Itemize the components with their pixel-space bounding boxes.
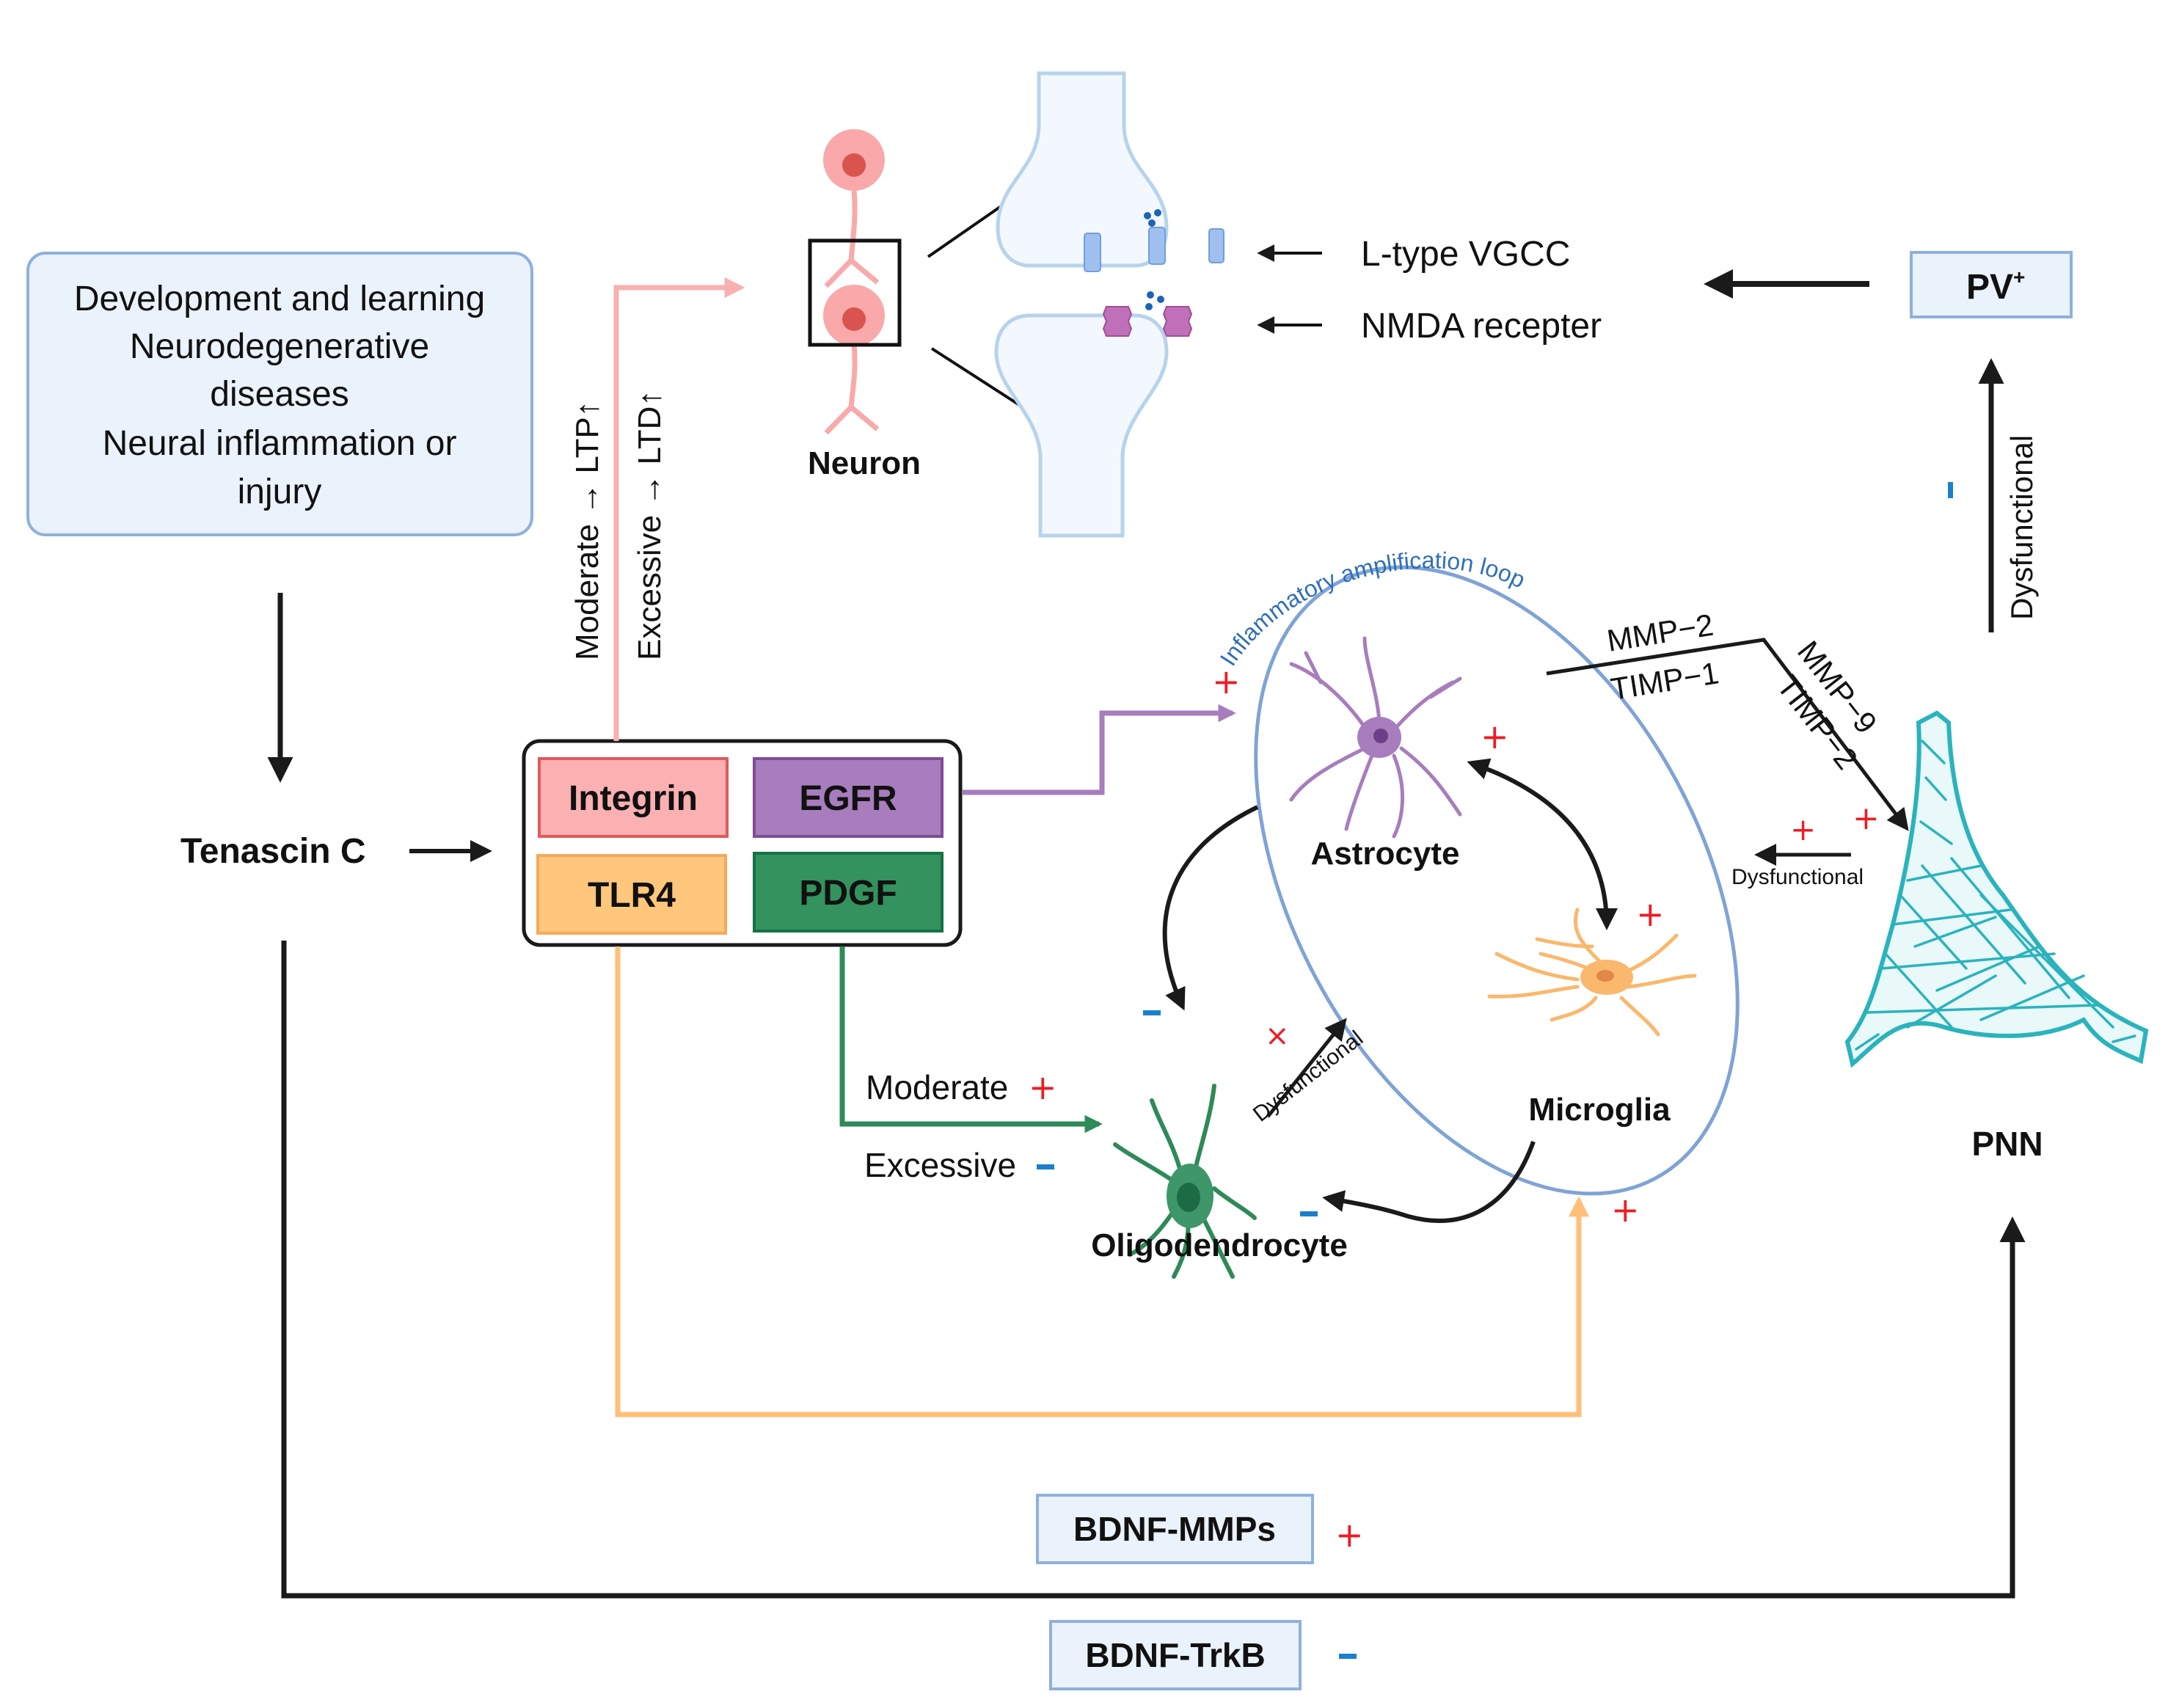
receptor-tlr4-label: TLR4	[588, 876, 676, 915]
receptor-pdgf-label: PDGF	[799, 874, 897, 913]
context-box-bg	[26, 252, 533, 536]
context-line-1: Development and learning	[74, 280, 485, 318]
pdgf-moderate-label: Moderate	[866, 1068, 1008, 1106]
neuron-zoom-box	[808, 238, 902, 347]
neuron-label: Neuron	[808, 445, 921, 481]
astrocyte-to-oligo-arrow	[1162, 805, 1259, 1011]
bdnf-mmps-box: BDNF-MMPs	[1036, 1494, 1314, 1564]
vgcc-label: L-type VGCC	[1361, 235, 1570, 274]
bdnf-mmps-box-bg	[1036, 1494, 1314, 1564]
nmda-label: NMDA recepter	[1361, 307, 1602, 346]
pv-dysfunctional-label: Dysfunctional	[2004, 435, 2039, 620]
mmp9-plus-sign: +	[1853, 800, 1880, 837]
astro-oligo-minus-sign	[1143, 1010, 1161, 1015]
pdgf-excessive-sign	[1037, 1164, 1054, 1169]
astrocyte-icon	[1289, 636, 1462, 839]
receptor-pdgf: PDGF	[753, 852, 944, 933]
astrocyte-microglia-double-arrow	[1467, 758, 1618, 930]
context-box: Development and learning Neurodegenerati…	[26, 252, 533, 536]
receptor-integrin-label: Integrin	[569, 779, 698, 818]
pdgf-to-oligo-arrow	[839, 946, 1103, 1134]
receptor-integrin: Integrin	[538, 757, 729, 838]
receptor-tlr4-bg	[536, 854, 727, 935]
receptor-tlr4: TLR4	[536, 854, 727, 935]
bdnf-trkb-box: BDNF-TrkB	[1049, 1620, 1302, 1690]
egfr-to-astrocyte-arrow	[963, 704, 1236, 795]
pnn-label: PNN	[1971, 1125, 2043, 1163]
neurotransmitter-dots-icon	[1144, 209, 1164, 310]
bdnf-mmps-label: BDNF-MMPs	[1073, 1510, 1276, 1548]
neuron-icon	[808, 129, 902, 435]
astrocyte-to-pnn-mmp-arrow	[1546, 638, 1909, 831]
pdgf-excessive-label: Excessive	[864, 1146, 1016, 1184]
context-line-2: Neurodegenerative	[130, 327, 429, 366]
astrocyte-label: Astrocyte	[1311, 836, 1460, 872]
pnn-dysfunctional-plus-sign: +	[1790, 811, 1816, 847]
microglia-oligo-minus-sign	[1300, 1211, 1318, 1216]
excessive-ltd-label: Excessive → LTD↑	[632, 390, 668, 660]
tenascin-label: Tenascin C	[180, 832, 366, 871]
receptor-egfr-bg	[753, 757, 944, 838]
tlr4-to-microglia-arrow	[615, 946, 1589, 1417]
bdnf-trkb-minus-sign	[1339, 1654, 1357, 1659]
receptor-egfr: EGFR	[753, 757, 944, 838]
tlr4-plus-sign: +	[1611, 1190, 1640, 1230]
oligo-dysfunctional-cross-sign: ×	[1265, 1019, 1290, 1053]
pv-label: PV+	[1966, 266, 2025, 307]
pnn-icon	[1844, 710, 2149, 1068]
integrin-to-neuron-arrow	[613, 277, 745, 741]
oligodendrocyte-label: Oligodendrocyte	[1091, 1227, 1348, 1263]
inflammatory-loop-ellipse	[1254, 565, 1740, 1196]
vgcc-channel-icon	[1084, 227, 1224, 272]
zoom-line-bottom	[930, 347, 1032, 414]
receptor-integrin-bg	[538, 757, 729, 838]
egfr-plus-sign: +	[1212, 662, 1241, 701]
oligo-dysfunctional-arrow	[1266, 1018, 1347, 1118]
nmda-receptor-icon	[1102, 306, 1193, 337]
pv-minus-sign	[1948, 482, 1953, 498]
receptor-pdgf-bg	[753, 852, 944, 933]
receptor-egfr-label: EGFR	[799, 779, 897, 818]
context-line-4: Neural inflammation or	[103, 424, 457, 463]
astrocyte-plus-sign: +	[1481, 717, 1509, 756]
bdnf-mmps-plus-sign: +	[1335, 1515, 1364, 1555]
tenascin-to-pnn-bdnf-arrow	[281, 941, 2026, 1599]
moderate-ltp-label: Moderate → LTP↑	[569, 401, 605, 660]
bdnf-trkb-box-bg	[1049, 1620, 1302, 1690]
pnn-dysfunctional-label: Dysfunctional	[1731, 865, 1864, 889]
microglia-to-oligo-arrow	[1322, 1140, 1536, 1223]
synapse-icon	[994, 71, 1224, 538]
microglia-label: Microglia	[1528, 1092, 1671, 1128]
context-line-3: diseases	[210, 375, 348, 414]
pdgf-moderate-sign: +	[1029, 1068, 1057, 1107]
context-line-5: injury	[238, 472, 322, 511]
pv-box: PV+	[1910, 251, 2073, 318]
microglia-icon	[1487, 908, 1697, 1037]
receptor-box: Integrin EGFR TLR4 PDGF	[522, 739, 963, 947]
bdnf-trkb-label: BDNF-TrkB	[1085, 1636, 1265, 1674]
inflammatory-loop-label: Inflammatory amplification loop	[1215, 547, 1530, 670]
microglia-plus-sign: +	[1636, 894, 1665, 934]
pv-box-bg	[1910, 251, 2073, 318]
oligodendrocyte-icon	[1113, 1084, 1257, 1279]
